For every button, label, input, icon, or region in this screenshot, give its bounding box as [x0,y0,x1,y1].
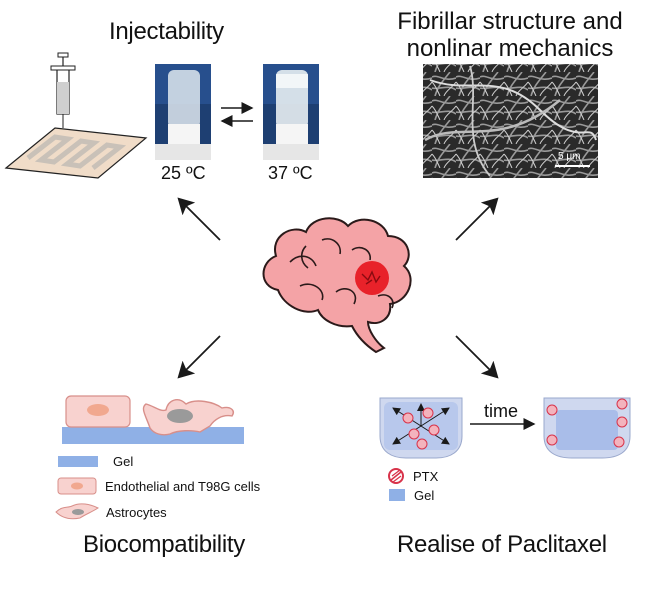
temp-25-label: 25 ºC [161,163,206,183]
release-title: Realise of Paclitaxel [397,531,607,558]
legend-gel-release-label: Gel [414,488,435,503]
biocompatibility-title: Biocompatibility [83,531,245,558]
gel-well-after [543,397,631,459]
fibrillar-title-line2: nonlinar mechanics [406,35,614,62]
fibrillar-title: Fibrillar structure and nonlinar mechani… [388,8,632,62]
brain-icon [262,217,412,354]
legend-gel-label: Gel [113,454,134,469]
scale-bar-label: 5 μm [558,151,581,162]
endothelial-cell-icon [65,395,131,428]
injectability-title: Injectability [109,18,224,45]
reversible-arrows [220,102,254,127]
legend-gel-swatch-release [389,489,405,501]
syringe-icon [4,52,148,179]
arrows [177,197,499,379]
tumor-icon [355,261,389,295]
temp-37-label: 37 ºC [268,163,313,183]
time-label: time [484,401,519,421]
sem-image [423,64,598,178]
vial-photo-37c [263,64,319,160]
gel-well-before [379,397,463,459]
vial-photo-25c [155,64,211,160]
legend-astro-label: Astrocytes [106,505,167,520]
fibrillar-title-line1: Fibrillar structure and [397,8,623,35]
legend-gel-swatch [58,456,98,467]
ptx-legend-icon [388,468,404,484]
astrocyte-icon [142,399,234,436]
legend-ptx-label: PTX [413,469,439,484]
legend-cells-label: Endothelial and T98G cells [105,479,261,494]
